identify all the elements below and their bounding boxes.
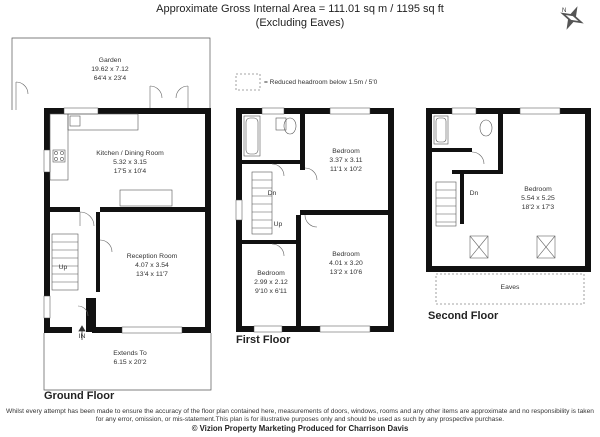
second-floor-door-arcs	[471, 151, 485, 165]
skylight-icons	[469, 235, 556, 259]
first-floor-windows	[235, 107, 371, 333]
ground-door-arcs	[77, 211, 113, 317]
first-bed1-metric: 3.37 x 3.11	[329, 157, 363, 164]
first-bed3-name: Bedroom	[257, 270, 285, 277]
first-floor-door-arcs	[271, 163, 318, 257]
eaves-label: Eaves	[500, 284, 520, 291]
ground-stairs	[51, 233, 79, 291]
ground-stairs-up-label: Up	[58, 264, 68, 271]
front-extends-outline	[43, 333, 212, 391]
ground-floor-walls	[44, 108, 211, 333]
patio-door-arcs	[15, 81, 189, 110]
area-heading: Approximate Gross Internal Area = 111.01…	[156, 3, 444, 15]
second-bed-metric: 5.54 x 5.25	[521, 195, 555, 202]
second-floor-windows	[451, 107, 561, 115]
reduced-headroom-legend-box	[235, 73, 261, 91]
first-bed3-imperial: 9'10 x 6'11	[255, 288, 287, 295]
second-bed-name: Bedroom	[524, 186, 552, 193]
kitchen-metric: 5.32 x 3.15	[113, 159, 147, 166]
extends-metric: 6.15 x 20'2	[113, 359, 147, 366]
reception-metric: 4.07 x 3.54	[135, 262, 169, 269]
first-floor-stairs	[251, 171, 273, 235]
garden-outline	[11, 37, 211, 110]
second-stairs-dn-label: Dn	[469, 190, 479, 197]
entrance-arrow-icon	[78, 325, 86, 340]
entrance-label: IN	[78, 333, 86, 340]
first-stairs-up-label: Up	[273, 221, 283, 228]
garden-imperial: 64'4 x 23'4	[93, 75, 127, 82]
reception-name: Reception Room	[126, 253, 178, 260]
area-subheading: (Excluding Eaves)	[255, 17, 345, 29]
first-floor-bathroom-fittings	[243, 115, 297, 157]
credit-line: © Vizion Property Marketing Produced for…	[191, 424, 409, 433]
second-floor-stairs	[435, 181, 457, 227]
first-stairs-dn-label: Dn	[267, 190, 277, 197]
ground-floor-windows	[43, 107, 183, 334]
reception-imperial: 13'4 x 11'7	[136, 271, 168, 278]
compass-rose-icon: N	[560, 6, 584, 30]
garden-metric: 19.62 x 7.12	[91, 66, 129, 73]
first-bed3-metric: 2.99 x 2.12	[254, 279, 288, 286]
extends-name: Extends To	[113, 350, 147, 357]
kitchen-imperial: 17'5 x 10'4	[113, 168, 147, 175]
second-bed-imperial: 18'2 x 17'3	[521, 204, 555, 211]
disclaimer-text: Whilst every attempt has been made to en…	[6, 408, 594, 423]
ground-floor-title: Ground Floor	[44, 390, 115, 402]
second-floor-bathroom-fittings	[433, 115, 493, 145]
eaves-reduced-headroom-area	[435, 273, 585, 305]
second-floor-title: Second Floor	[428, 310, 499, 322]
first-bed1-imperial: 11'1 x 10'2	[330, 166, 362, 173]
first-floor-title: First Floor	[236, 334, 291, 346]
legend-text: = Reduced headroom below 1.5m / 5'0	[264, 79, 378, 86]
second-floor-walls	[426, 108, 591, 272]
first-bed2-imperial: 13'2 x 10'6	[329, 269, 363, 276]
kitchen-units	[49, 113, 173, 207]
first-bed2-name: Bedroom	[332, 251, 360, 258]
first-bed1-name: Bedroom	[332, 148, 360, 155]
first-bed2-metric: 4.01 x 3.20	[329, 260, 363, 267]
kitchen-name: Kitchen / Dining Room	[96, 150, 164, 157]
svg-text:N: N	[562, 8, 566, 14]
garden-name: Garden	[98, 57, 122, 64]
